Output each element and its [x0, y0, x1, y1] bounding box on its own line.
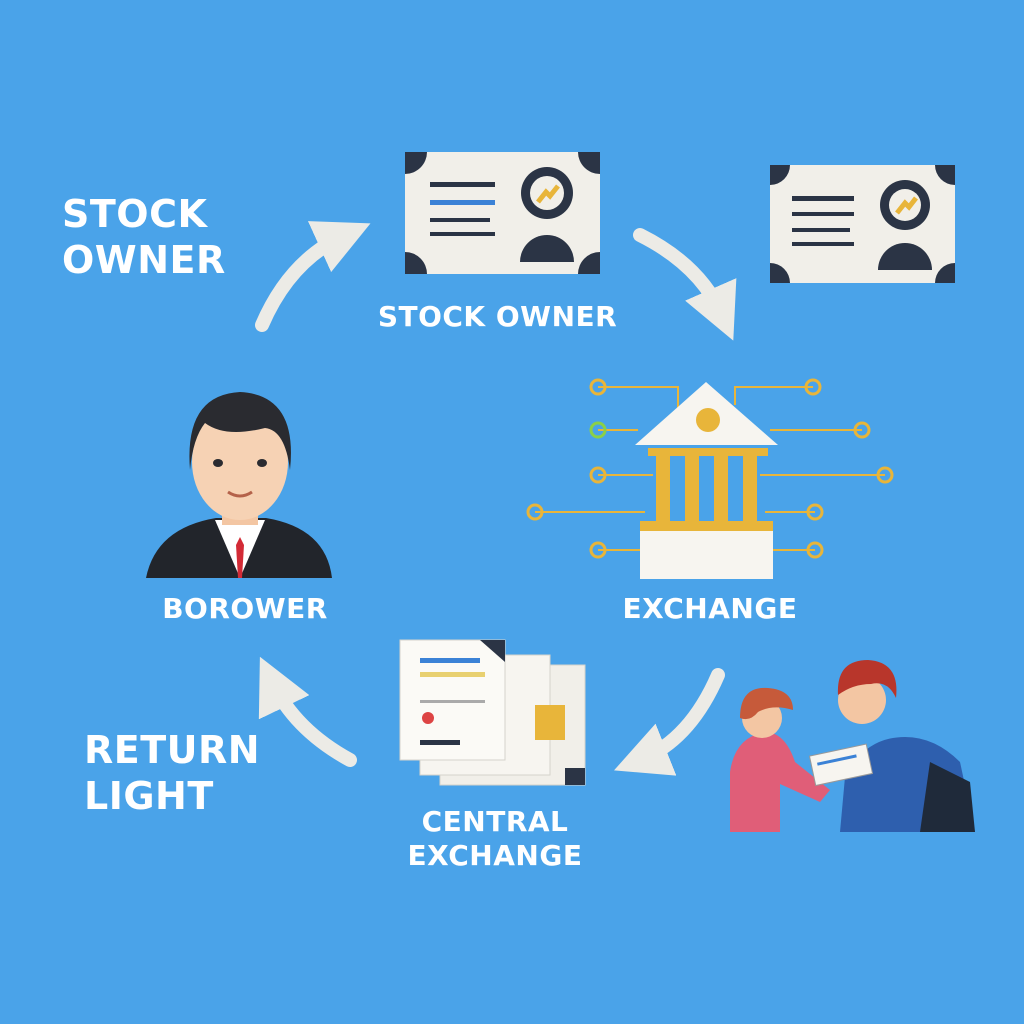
stock-certificate-icon	[770, 165, 955, 283]
label-line: CENTRAL	[421, 805, 569, 838]
stock-certificate-icon	[405, 152, 600, 274]
label-line: LIGHT	[84, 773, 214, 818]
cycle-arrow-left-up	[258, 656, 357, 767]
cycle-arrow-up	[255, 221, 371, 332]
label-borrower: BOROWER	[162, 592, 328, 625]
label-line: OWNER	[62, 237, 226, 282]
label-exchange: EXCHANGE	[622, 592, 798, 625]
exchange-building-icon	[526, 378, 894, 579]
label-line: EXCHANGE	[407, 838, 583, 872]
borrower-avatar-icon	[146, 392, 332, 578]
cycle-arrow-left-down	[614, 668, 725, 776]
label-line: RETURN	[84, 728, 261, 772]
label-stock-owner-center: STOCK OWNER	[377, 300, 618, 333]
label-return-light: RETURN LIGHT	[84, 728, 260, 819]
documents-icon	[399, 639, 586, 786]
cycle-arrow-right-down	[633, 228, 737, 341]
people-exchanging-certificate-icon	[730, 660, 975, 832]
label-line: STOCK	[62, 192, 208, 236]
label-stock-owner-left: STOCK OWNER	[62, 192, 226, 283]
label-central-exchange: CENTRAL EXCHANGE	[395, 805, 595, 872]
